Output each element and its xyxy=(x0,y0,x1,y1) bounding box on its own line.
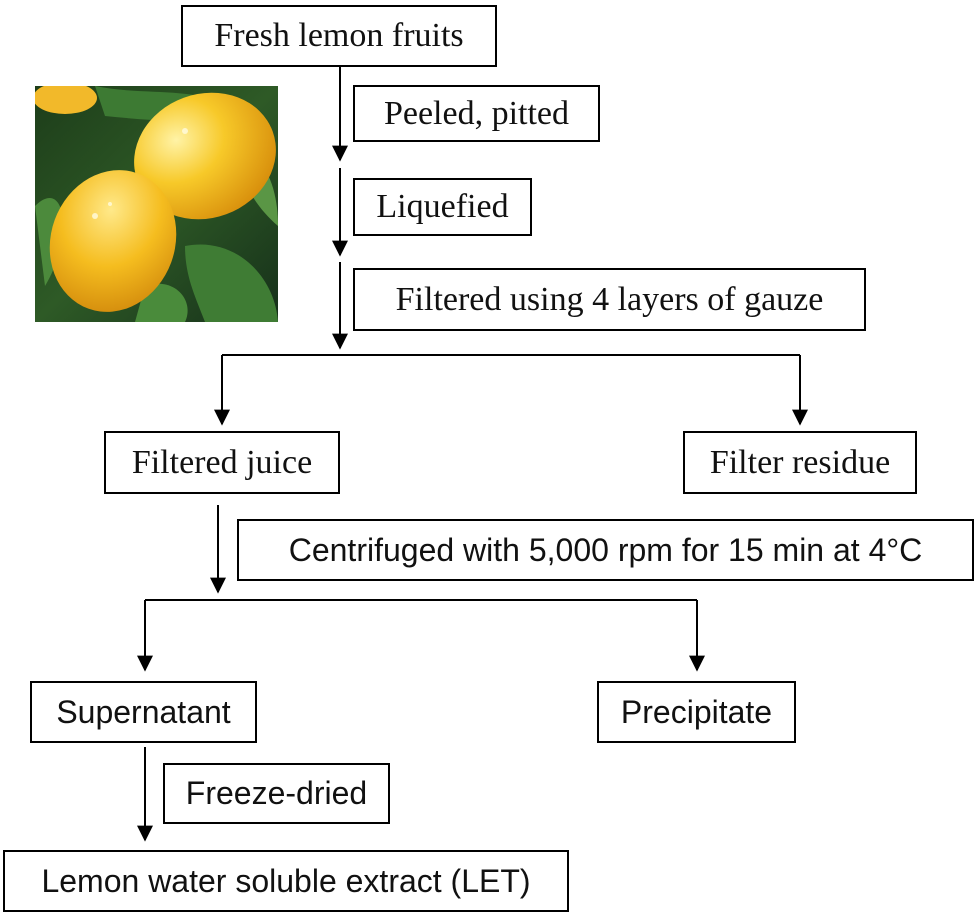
step-precipitate: Precipitate xyxy=(597,681,796,743)
step-supernatant: Supernatant xyxy=(30,681,257,743)
step-label: Fresh lemon fruits xyxy=(214,17,464,54)
step-centrifuged: Centrifuged with 5,000 rpm for 15 min at… xyxy=(237,519,974,581)
lemon-illustration xyxy=(35,86,278,322)
step-label: Liquefied xyxy=(376,188,509,225)
step-label: Filter residue xyxy=(709,443,891,481)
step-label: Precipitate xyxy=(620,693,773,730)
lemon-photo xyxy=(35,86,278,322)
step-freeze-dried: Freeze-dried xyxy=(163,763,390,824)
step-label: Filtered using 4 layers of gauze xyxy=(395,280,824,318)
step-filtered-gauze: Filtered using 4 layers of gauze xyxy=(353,268,866,331)
step-filtered-juice: Filtered juice xyxy=(104,431,340,494)
step-peeled-pitted: Peeled, pitted xyxy=(353,85,600,142)
step-label: Supernatant xyxy=(56,693,231,730)
step-fresh-lemon-fruits: Fresh lemon fruits xyxy=(181,5,497,67)
step-final-extract: Lemon water soluble extract (LET) xyxy=(3,850,569,912)
step-label: Peeled, pitted xyxy=(383,94,570,132)
step-label: Filtered juice xyxy=(131,443,313,481)
step-filter-residue: Filter residue xyxy=(683,431,917,494)
step-liquefied: Liquefied xyxy=(353,178,532,236)
step-label: Centrifuged with 5,000 rpm for 15 min at… xyxy=(288,531,923,568)
step-label: Freeze-dried xyxy=(185,775,368,811)
step-label: Lemon water soluble extract (LET) xyxy=(41,862,531,899)
